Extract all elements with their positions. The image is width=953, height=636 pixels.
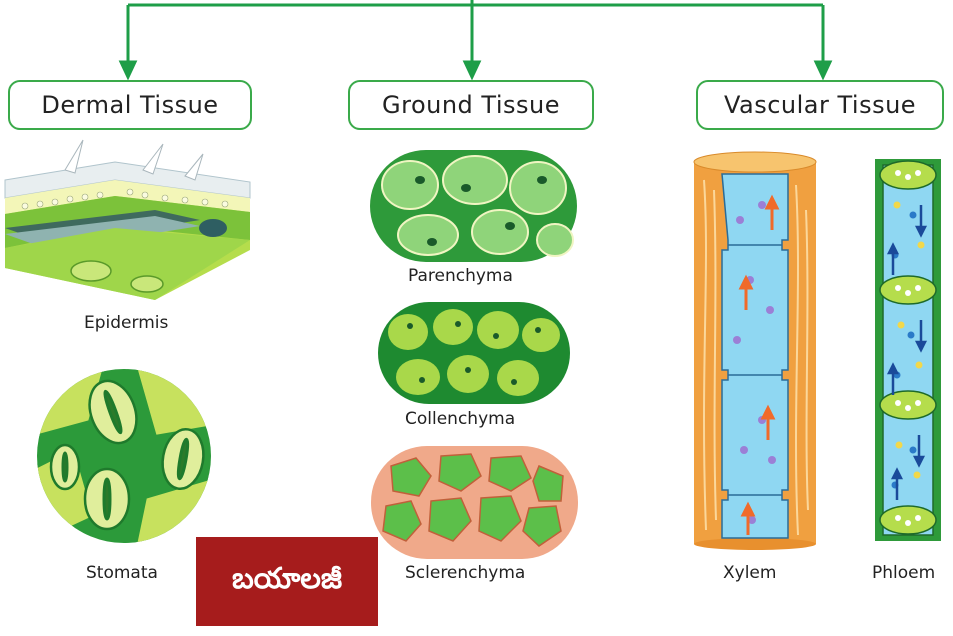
vascular-tissue-box: Vascular Tissue [696, 80, 944, 130]
collenchyma-illustration [378, 302, 570, 404]
sclerenchyma-illustration [371, 446, 578, 559]
stomata-illustration [35, 367, 213, 545]
dermal-tissue-label: Dermal Tissue [41, 91, 218, 119]
xylem-illustration [692, 150, 822, 550]
vascular-tissue-label: Vascular Tissue [724, 91, 916, 119]
parenchyma-caption: Parenchyma [408, 266, 513, 286]
parenchyma-illustration [370, 150, 577, 262]
phloem-caption: Phloem [872, 563, 935, 583]
connector-lines [0, 0, 953, 90]
ground-tissue-box: Ground Tissue [348, 80, 594, 130]
epidermis-caption: Epidermis [84, 313, 168, 333]
phloem-illustration [873, 155, 943, 545]
collenchyma-caption: Collenchyma [405, 409, 515, 429]
stomata-caption: Stomata [86, 563, 158, 583]
biology-badge: బయాలజీ [196, 537, 378, 626]
xylem-caption: Xylem [723, 563, 776, 583]
sclerenchyma-caption: Sclerenchyma [405, 563, 525, 583]
dermal-tissue-box: Dermal Tissue [8, 80, 252, 130]
epidermis-illustration [5, 140, 255, 300]
ground-tissue-label: Ground Tissue [382, 91, 560, 119]
